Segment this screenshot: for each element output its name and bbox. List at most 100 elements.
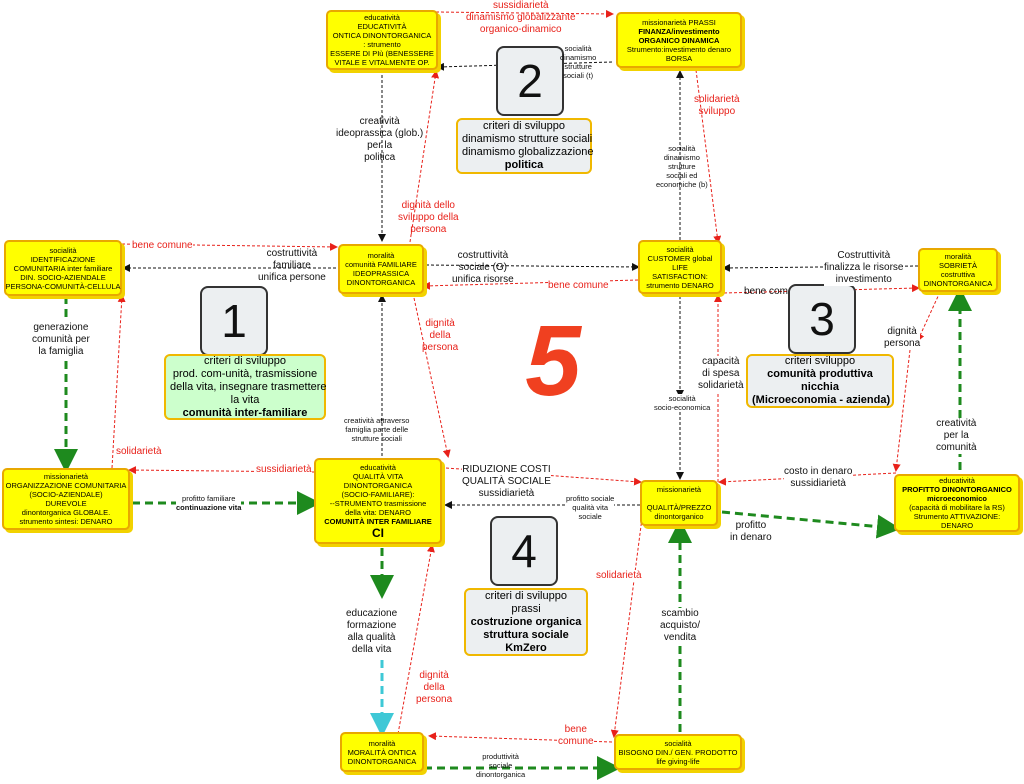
text-line: unifica persone xyxy=(258,272,326,283)
text-line: scambio xyxy=(661,608,699,619)
text-line: criteri sviluppo xyxy=(784,355,856,367)
text-line: prod. com-unità, trasmissione xyxy=(172,367,318,380)
text-line: per la xyxy=(943,430,969,441)
text-line: criteri di sviluppo xyxy=(204,354,286,367)
text-line: --STRUMENTO trasmissione xyxy=(329,498,427,508)
text-line: dignità dello xyxy=(401,200,455,211)
text-line: profitto familiare xyxy=(182,494,236,503)
text-line: ONTICA DINONTORGANICA xyxy=(332,31,432,40)
edge-solidarieta-sviluppo xyxy=(695,69,722,244)
text-line: socialità xyxy=(49,245,77,255)
label-bene-comune-2: bene comune xyxy=(548,280,609,292)
text-line: qualità vita xyxy=(572,503,609,512)
text-line: politica xyxy=(504,159,544,171)
text-line: missionarietà xyxy=(43,472,89,481)
label-solidarieta-low: solidarietà xyxy=(596,570,642,582)
text-line: dinamismo xyxy=(560,53,597,62)
text-line: (Microeconomia - azienda) xyxy=(752,394,891,406)
text-line: comunità inter-familiare xyxy=(182,406,308,419)
text-line: profitto xyxy=(735,520,767,531)
text-line: ORGANIZZAZIONE COMUNITARIA xyxy=(5,481,127,490)
text-line: moralità xyxy=(368,738,396,748)
text-line: missionarietà PRASSI xyxy=(642,17,716,27)
text-line: COMUNITÀ INTER FAMILIARE xyxy=(324,516,432,526)
text-line: ideoprassica (glob.) xyxy=(336,128,424,139)
text-line: per la xyxy=(367,140,393,151)
text-line: comunità xyxy=(936,442,977,453)
edge-costruttivita-sociale xyxy=(425,262,640,271)
text-line: in denaro xyxy=(730,532,772,543)
text-line: QUALITÀ/PREZZO xyxy=(646,503,712,512)
text-line: moralità xyxy=(944,252,972,261)
edge-dignita-sviluppo xyxy=(409,70,440,243)
text-line: VITALE E VITALMENTE OP. xyxy=(334,58,430,67)
text-line: persona xyxy=(416,694,453,705)
text-line: costruzione organica xyxy=(470,615,582,628)
text-line: Strumento:investimento denaro xyxy=(626,44,732,54)
text-line: DENARO xyxy=(940,521,974,530)
text-line: solidarietà xyxy=(116,446,162,457)
text-line: costruttiva xyxy=(940,270,976,279)
text-line: costo in denaro xyxy=(784,466,853,477)
text-line: MORALITÀ ONTICA xyxy=(347,747,417,757)
text-line: bene comune xyxy=(548,280,609,291)
text-line: familiare xyxy=(273,260,311,271)
text-line: organico-dinamico xyxy=(479,24,562,35)
text-line: ORGANICO DINAMICA xyxy=(638,35,720,45)
text-line: finalizza le risorse xyxy=(824,262,904,273)
text-line: educatività xyxy=(364,13,400,22)
label-bene-comune-3: bene com xyxy=(744,286,788,298)
text-line: unifica risorse xyxy=(452,274,514,285)
text-line: costruttività xyxy=(266,248,318,259)
text-line: BISOGNO DIN./ GEN. PRODOTTO xyxy=(618,747,738,757)
text-line: persona xyxy=(884,338,921,349)
edge-dignita-persona-3 xyxy=(916,291,941,342)
text-line: sociale (G) xyxy=(458,262,508,273)
text-line: COMUNITARIA inter familiare xyxy=(13,263,113,273)
text-line: dignità xyxy=(419,670,449,681)
text-line: microeconomico xyxy=(926,494,987,503)
text-line: socio-economica xyxy=(654,403,711,412)
edge-solidarieta-low xyxy=(610,517,643,738)
text-line: life giving-life xyxy=(656,756,700,766)
text-line: strumento DENARO xyxy=(646,280,714,290)
text-line: economiche (b) xyxy=(656,180,708,189)
edge-costo-denaro xyxy=(718,472,897,486)
edge-dignita-persona-1 xyxy=(413,297,451,458)
text-line: educazione xyxy=(346,608,398,619)
text-line: KmZero xyxy=(505,641,547,654)
text-line: sussidiarietà xyxy=(492,0,549,11)
label-bene-comune-1: bene comune xyxy=(132,240,193,252)
text-line: capacità xyxy=(702,356,740,367)
text-line: acquisto/ xyxy=(660,620,701,631)
text-line: FINANZA/investimento xyxy=(638,26,720,36)
text-line: socialità xyxy=(666,244,694,254)
text-line: bene xyxy=(564,724,587,735)
text-line: (SOCIO-FAMILIARE): xyxy=(341,489,415,499)
text-line: dignità xyxy=(887,326,917,337)
text-line: sociali (t) xyxy=(563,71,594,80)
text-line: sviluppo della xyxy=(398,212,459,223)
text-line: la famiglia xyxy=(38,346,84,357)
text-line: comunità FAMILIARE xyxy=(345,260,417,269)
